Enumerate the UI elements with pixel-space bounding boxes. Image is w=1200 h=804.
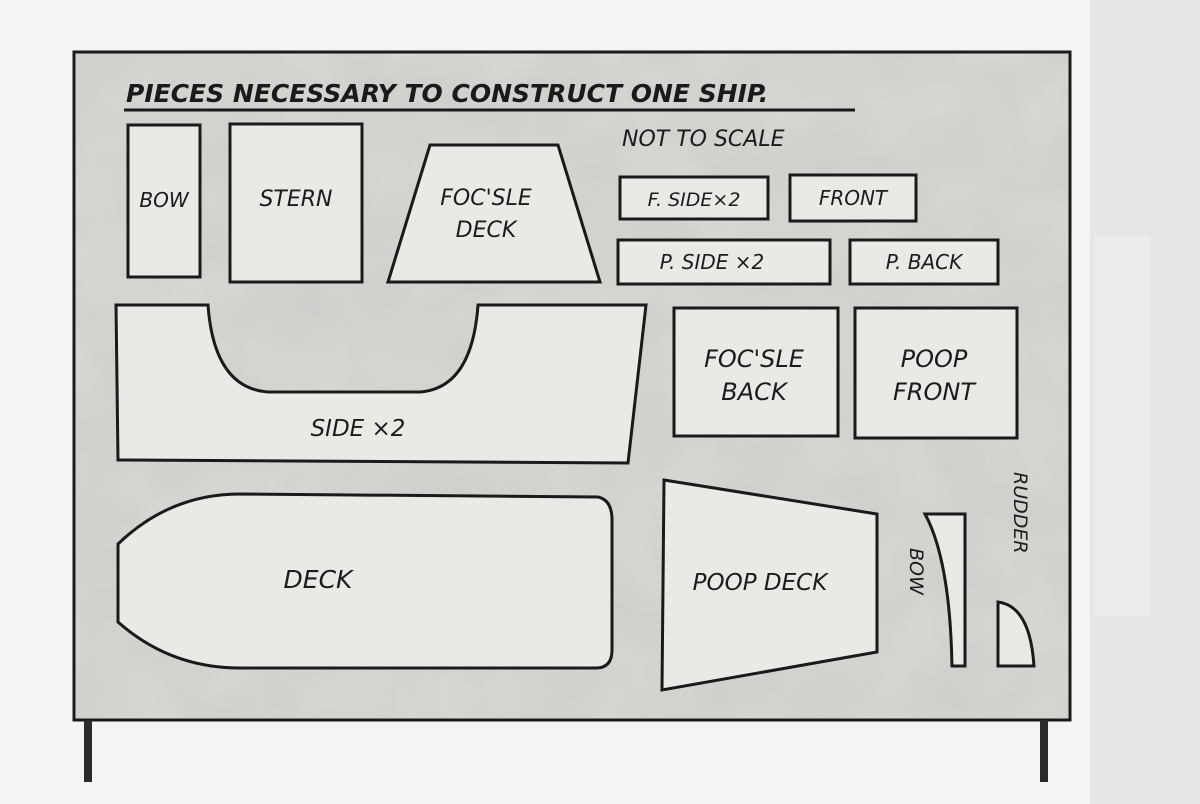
piece-p-back-label: P. BACK — [886, 250, 964, 274]
scale-note: NOT TO SCALE — [622, 127, 785, 152]
piece-stern-label: STERN — [259, 187, 332, 212]
piece-deck — [116, 492, 614, 670]
piece-deck-label: DECK — [284, 565, 356, 594]
sheet-border — [72, 50, 1072, 722]
piece-p-back — [848, 238, 1000, 286]
piece-poop-front-label-line2: FRONT — [893, 378, 977, 406]
piece-small-bow — [922, 512, 967, 668]
piece-small-bow-label: BOW — [905, 548, 927, 596]
piece-rudder — [996, 600, 1036, 668]
piece-front-label: FRONT — [819, 186, 889, 210]
piece-focsle-back — [672, 306, 840, 438]
piece-stern — [228, 122, 364, 284]
piece-bow-label: BOW — [139, 188, 189, 212]
piece-rudder-label: RUDDER — [1009, 472, 1031, 554]
piece-bow — [126, 123, 202, 279]
piece-p-side-label: P. SIDE ×2 — [660, 250, 765, 274]
piece-front — [788, 173, 918, 223]
piece-focsle-deck — [385, 143, 603, 284]
piece-side-label: SIDE ×2 — [311, 416, 406, 442]
piece-f-side — [618, 175, 770, 221]
piece-poop-deck — [660, 478, 879, 692]
piece-poop-front — [853, 306, 1019, 440]
piece-focsle-deck-label-line1: FOC'SLE — [440, 186, 532, 211]
piece-focsle-deck-label-line2: DECK — [456, 218, 518, 243]
piece-poop-front-label-line1: POOP — [901, 345, 968, 373]
piece-f-side-label: F. SIDE×2 — [648, 189, 741, 211]
piece-focsle-back-label-line1: FOC'SLE — [704, 345, 805, 373]
piece-poop-deck-label: POOP DECK — [693, 570, 830, 596]
sheet-leg-right — [1040, 720, 1048, 782]
scan-margin-patch — [1095, 236, 1150, 616]
diagram-title: PIECES NECESSARY TO CONSTRUCT ONE SHIP. — [126, 79, 768, 108]
piece-side — [114, 303, 648, 465]
piece-focsle-back-label-line2: BACK — [721, 378, 789, 406]
sheet-leg-left — [84, 720, 92, 782]
piece-p-side — [616, 238, 832, 286]
